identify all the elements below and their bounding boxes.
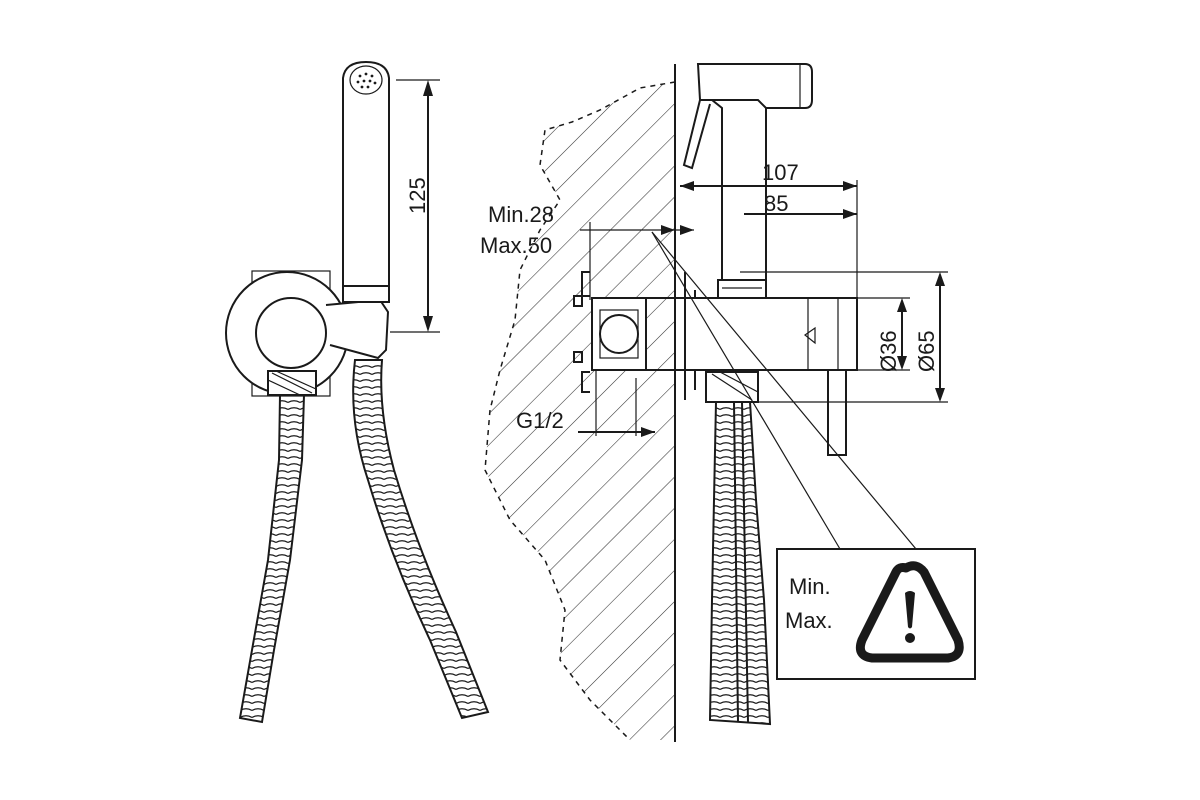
dim-label-d65: Ø65 xyxy=(914,330,939,372)
dim-label-d36: Ø36 xyxy=(876,330,901,372)
dim-label-max: Max.50 xyxy=(480,233,552,258)
dim-label-thread: G1/2 xyxy=(516,408,564,433)
wall-hatch xyxy=(485,82,675,740)
lever xyxy=(803,326,816,345)
handset-head xyxy=(696,63,813,109)
warning-min-label: Min. xyxy=(789,574,831,599)
warning-max-label: Max. xyxy=(785,608,833,633)
section-hose xyxy=(708,401,772,726)
section-view: 107 85 Min.28 Max.50 G1/2 Ø36 Ø65 Min xyxy=(480,63,976,742)
leader-line-1 xyxy=(651,231,841,550)
warning-triangle-icon xyxy=(855,561,964,663)
dim-label-125: 125 xyxy=(405,177,430,214)
valve-body xyxy=(684,297,858,371)
inner-disc xyxy=(255,297,327,369)
spray-holes xyxy=(356,72,377,89)
front-view: 125 xyxy=(225,60,490,724)
dim-label-85: 85 xyxy=(764,191,788,216)
dim-label-107: 107 xyxy=(762,160,799,185)
hose-left xyxy=(238,394,306,724)
trigger xyxy=(682,99,711,170)
dim-label-min: Min.28 xyxy=(488,202,554,227)
handset-body xyxy=(342,60,390,291)
wall-outline xyxy=(484,81,676,741)
holder-post xyxy=(717,279,767,299)
valve-stem xyxy=(827,369,847,456)
inlet-circle xyxy=(599,314,639,354)
hose-right xyxy=(352,359,490,720)
handset-collar xyxy=(342,285,390,303)
leader-line-2 xyxy=(651,231,917,550)
nut-knurl xyxy=(267,370,317,396)
spray-head xyxy=(349,65,383,95)
